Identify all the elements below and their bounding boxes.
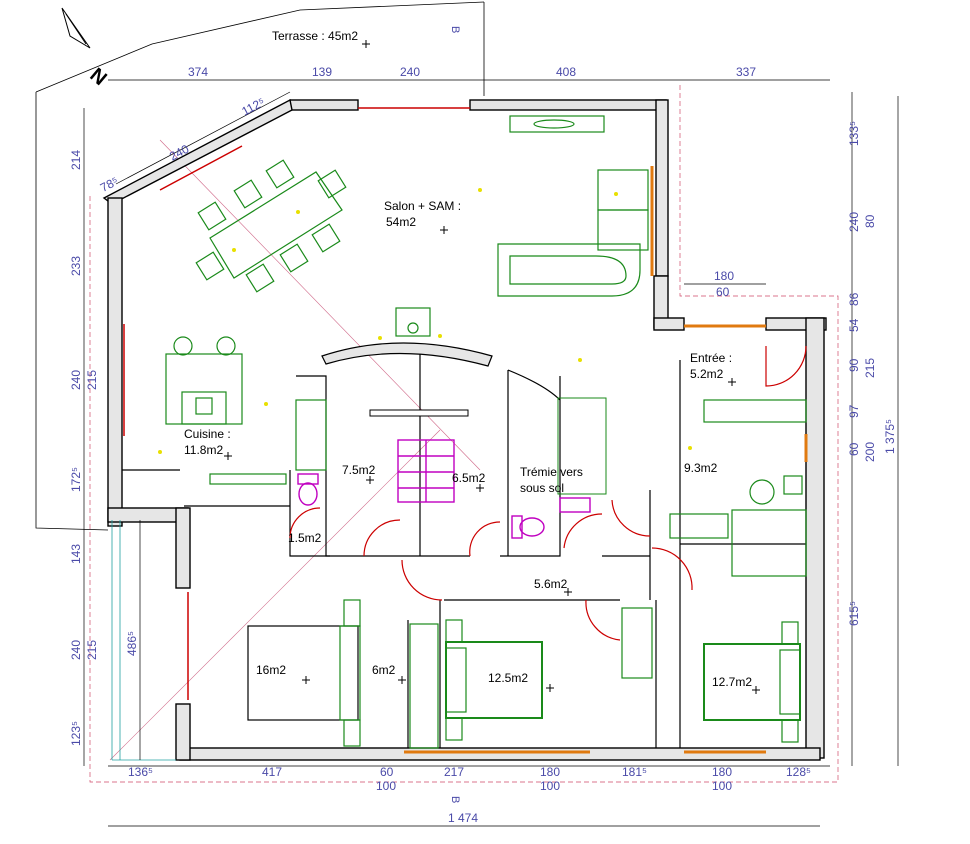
label-bureau: 9.3m2 — [684, 461, 718, 475]
dim-bottom-sub-3: 100 — [712, 779, 732, 793]
label-hall: 5.6m2 — [534, 577, 568, 591]
toilet-icon — [297, 473, 319, 506]
dim-right-6: 90 — [847, 358, 861, 372]
dim-right-7: 215 — [863, 358, 877, 378]
label-cuisine-title: Cuisine : — [184, 427, 231, 441]
dim-top-2: 139 — [312, 65, 332, 79]
dim-right-1: 133⁵ — [847, 121, 861, 146]
dim-top-1: 374 — [188, 65, 208, 79]
sofa — [497, 169, 649, 297]
dim-left-4: 215 — [85, 370, 99, 390]
label-dressing: 6m2 — [372, 663, 396, 677]
footprint-outline — [89, 82, 839, 783]
dim-right-4: 86 — [847, 292, 861, 306]
dim-right-8: 97 — [847, 404, 861, 418]
dim-bottom-3: 60 — [380, 765, 394, 779]
label-stairs-room: 6.5m2 — [452, 471, 486, 485]
plot-boundary — [35, 1, 485, 93]
dim-bottom-8: 128⁵ — [786, 765, 811, 779]
dim-left-2: 233 — [69, 256, 83, 276]
kitchen-island — [165, 336, 243, 425]
dim-bottom-6: 181⁵ — [622, 765, 647, 779]
dim-left-8: 215 — [85, 640, 99, 660]
dim-entree-sub: 60 — [716, 285, 730, 299]
dim-left-7: 240 — [69, 640, 83, 660]
section-marker-bottom: B — [449, 796, 461, 803]
dim-right-2: 240 — [847, 212, 861, 232]
dim-left-6: 143 — [69, 544, 83, 564]
interior-walls — [122, 350, 806, 748]
dim-bottom-2: 417 — [262, 765, 282, 779]
windows — [123, 107, 808, 754]
dim-right-11: 615⁵ — [847, 601, 861, 626]
doors — [289, 345, 807, 641]
label-chambre-3: 12.7m2 — [712, 675, 752, 689]
label-terrasse: Terrasse : 45m2 — [272, 29, 358, 43]
bed-master — [247, 599, 361, 747]
label-chambre-2: 12.5m2 — [488, 671, 528, 685]
dim-left-1: 214 — [69, 150, 83, 170]
dim-top-3: 240 — [400, 65, 420, 79]
dim-bottom-sub-2: 100 — [540, 779, 560, 793]
label-cuisine-area: 11.8m2 — [184, 443, 223, 457]
label-wc: 1.5m2 — [288, 531, 322, 545]
dim-bottom-1: 136⁵ — [128, 765, 153, 779]
walls — [102, 98, 827, 761]
dim-entree-width: 180 — [714, 269, 734, 283]
label-tremie-2: sous sol — [520, 481, 564, 495]
dim-total-width: 1 474 — [448, 811, 478, 825]
dim-right-10: 200 — [863, 442, 877, 462]
label-salon-title: Salon + SAM : — [384, 199, 461, 213]
dim-right-9: 60 — [847, 442, 861, 456]
dim-bottom-5: 180 — [540, 765, 560, 779]
toilet-icon-2 — [511, 515, 545, 539]
dim-bottom-sub-1: 100 — [376, 779, 396, 793]
north-label: N — [86, 64, 111, 90]
label-entree-title: Entrée : — [690, 351, 732, 365]
dim-left-10: 486⁵ — [125, 631, 139, 656]
label-tremie-1: Trémie vers — [520, 465, 583, 479]
dining-table — [195, 159, 347, 293]
dim-left-5: 172⁵ — [69, 467, 83, 492]
label-entree-area: 5.2m2 — [690, 367, 724, 381]
dimension-lines — [83, 79, 899, 827]
dim-total-height: 1 375⁵ — [883, 419, 897, 454]
north-arrow-icon — [61, 7, 91, 49]
dim-top-5: 337 — [736, 65, 756, 79]
section-marker-top: B — [449, 26, 461, 33]
label-salon-area: 54m2 — [386, 215, 416, 229]
bed-3 — [703, 621, 801, 743]
label-chambre-1: 16m2 — [256, 663, 286, 677]
bed-2 — [445, 619, 543, 741]
label-sdb: 7.5m2 — [342, 463, 376, 477]
dim-top-4: 408 — [556, 65, 576, 79]
staircase — [397, 439, 455, 503]
dim-right-5: 54 — [847, 318, 861, 332]
dim-right-3: 80 — [863, 214, 877, 228]
dim-left-9: 123⁵ — [69, 721, 83, 746]
dim-bottom-4: 217 — [444, 765, 464, 779]
tv-unit — [509, 115, 605, 133]
garage-outline — [111, 520, 176, 761]
dim-left-3: 240 — [69, 370, 83, 390]
dim-bottom-7: 180 — [712, 765, 732, 779]
